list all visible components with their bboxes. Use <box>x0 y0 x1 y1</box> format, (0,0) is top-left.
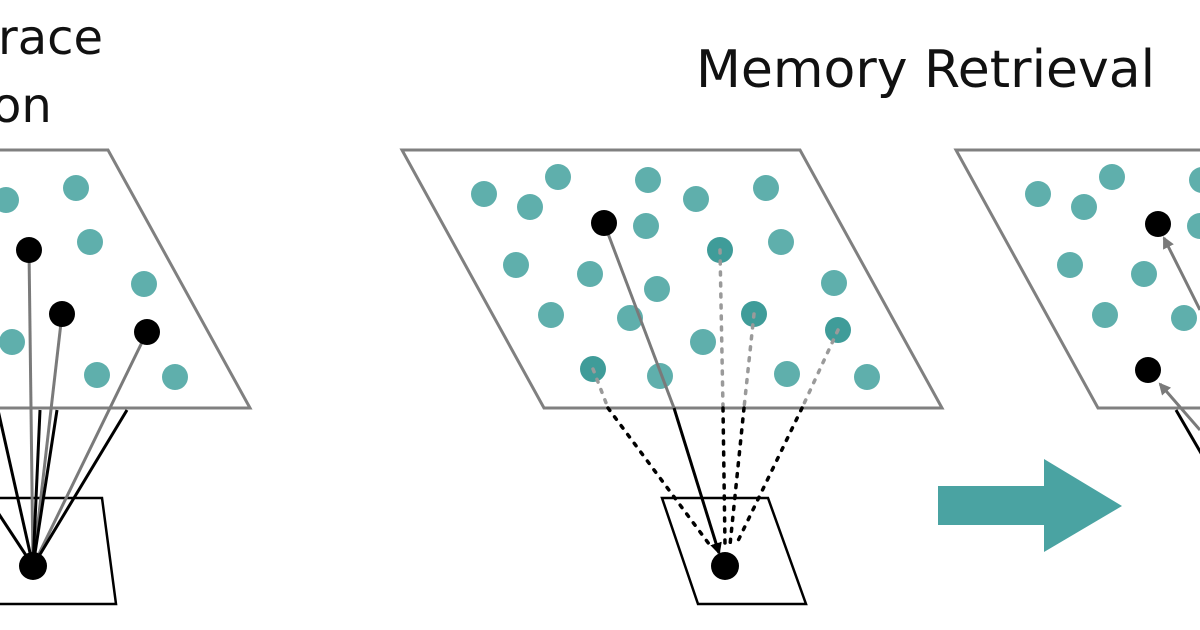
middle-active-dots <box>591 210 739 580</box>
reactivation-arrow <box>1158 382 1200 431</box>
retrieval-dotted-line <box>734 406 804 547</box>
cue-dot <box>19 552 47 580</box>
right-panel <box>953 148 1200 455</box>
memory-dot <box>517 194 543 220</box>
memory-dot <box>538 302 564 328</box>
encoding-line <box>31 409 129 567</box>
memory-dot <box>647 363 673 389</box>
cue-trace-dot <box>591 210 617 236</box>
memory-dot <box>545 164 571 190</box>
left-panel <box>0 148 253 606</box>
active-trace-dot <box>16 237 42 263</box>
memory-dot <box>821 270 847 296</box>
middle-memory-plane <box>399 148 945 410</box>
left-memory-plane <box>0 148 253 410</box>
left-memory-dots <box>0 175 188 390</box>
retrieval-arrow-upper <box>602 222 676 409</box>
left-encoding-lines <box>0 249 149 567</box>
encoding-line <box>31 409 59 567</box>
memory-dot <box>162 364 188 390</box>
retrieval-dotted-line <box>721 406 727 547</box>
memory-dot <box>131 271 157 297</box>
memory-dot <box>633 213 659 239</box>
memory-dot <box>690 329 716 355</box>
retrieval-dotted-line <box>606 406 714 550</box>
encoding-line <box>31 331 149 567</box>
encoding-line <box>0 412 35 567</box>
retrieval-dotted-line <box>742 312 756 410</box>
right-memory-dots <box>1025 164 1200 331</box>
memory-dot <box>77 229 103 255</box>
encoding-line <box>31 313 64 567</box>
memory-dot <box>644 276 670 302</box>
memory-dot <box>753 175 779 201</box>
middle-panel <box>399 148 945 606</box>
transition-arrow <box>938 459 1122 552</box>
middle-cue-plane <box>660 496 808 606</box>
active-trace-dot <box>134 319 160 345</box>
cue-dot <box>711 552 739 580</box>
memory-dot <box>1171 305 1197 331</box>
memory-dot <box>1099 164 1125 190</box>
memory-dot <box>577 261 603 287</box>
memory-dot <box>1131 261 1157 287</box>
reactivation-line-lower <box>1174 409 1200 455</box>
memory-dot <box>1092 302 1118 328</box>
right-active-dots <box>1135 211 1171 383</box>
left-active-dots <box>16 237 160 580</box>
memory-dot <box>683 186 709 212</box>
memory-dot <box>1187 213 1200 239</box>
memory-dot <box>635 167 661 193</box>
middle-retrieval-lines <box>591 248 840 550</box>
active-trace-dot <box>49 301 75 327</box>
memory-dot <box>768 229 794 255</box>
retrieval-dotted-line <box>591 367 610 410</box>
reactivation-arrow <box>1162 236 1200 311</box>
memory-dot <box>0 187 19 213</box>
retrieval-dotted-line <box>718 248 725 410</box>
memory-dot <box>84 362 110 388</box>
memory-dot <box>1057 252 1083 278</box>
encoding-line <box>0 512 35 567</box>
encoding-line <box>31 409 42 567</box>
middle-memory-dots <box>471 164 880 390</box>
memory-dot <box>0 329 25 355</box>
retrieval-arrow-lower <box>672 407 722 555</box>
memory-dot <box>1189 167 1200 193</box>
reactivated-trace-dot <box>1135 357 1161 383</box>
memory-dot <box>1071 194 1097 220</box>
right-memory-plane <box>953 148 1200 410</box>
memory-dot <box>854 364 880 390</box>
memory-dot <box>1025 181 1051 207</box>
memory-dot <box>774 361 800 387</box>
left-panel-title-line-2: on <box>0 78 52 134</box>
memory-dot <box>471 181 497 207</box>
left-panel-title-line-1: race <box>0 10 104 66</box>
left-cue-plane <box>0 496 118 606</box>
encoding-line <box>27 249 35 567</box>
retrieval-dotted-line <box>800 328 840 410</box>
memory-retrieval-title: Memory Retrieval <box>696 40 1156 100</box>
retrieval-dotted-line <box>728 406 746 547</box>
reactivated-trace-dot <box>1145 211 1171 237</box>
memory-dot <box>63 175 89 201</box>
memory-dot <box>503 252 529 278</box>
